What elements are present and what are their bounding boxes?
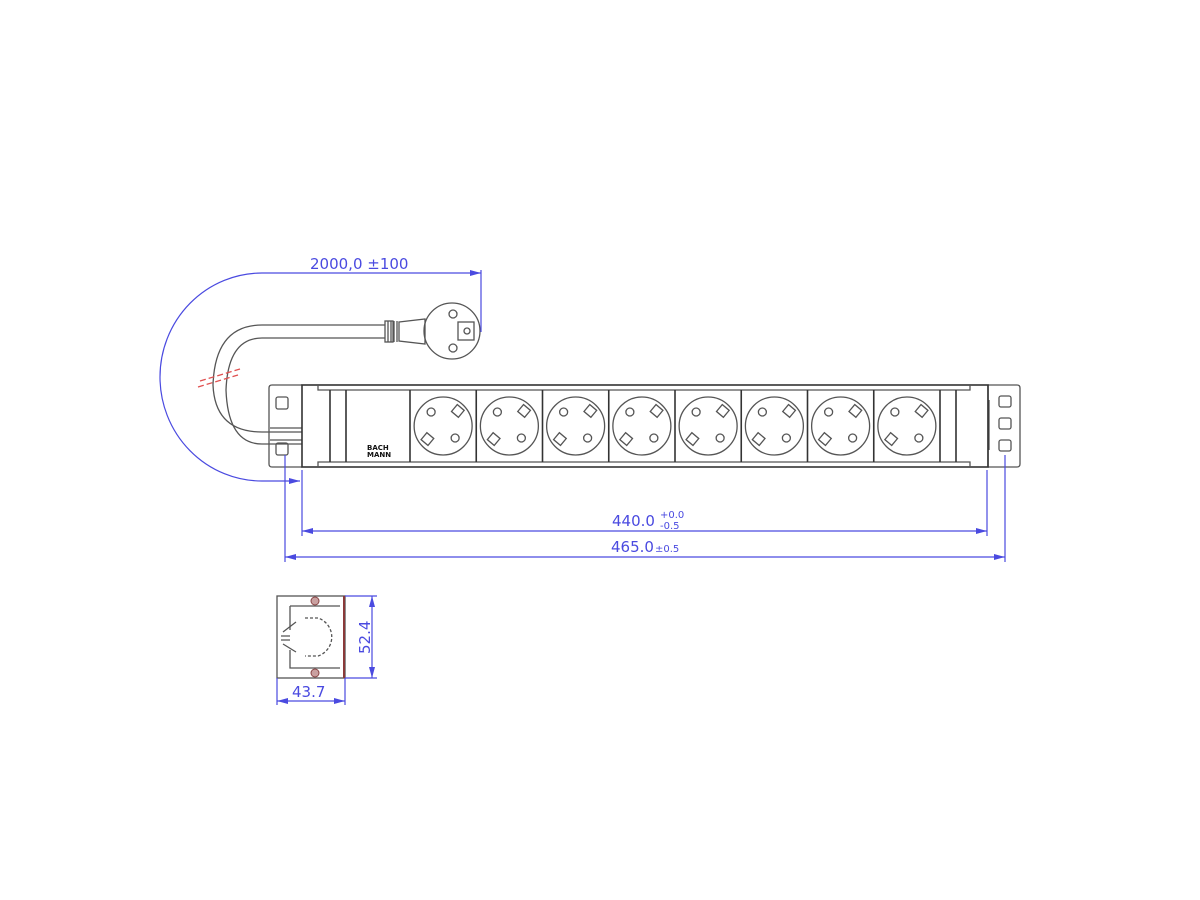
left-mounting-bracket: [268, 384, 302, 468]
socket-8: [872, 390, 937, 462]
cable-length-label: 2000,0 ±100: [310, 255, 408, 273]
side-height-label: 52.4: [356, 621, 374, 654]
schuko-plug: [384, 302, 481, 360]
svg-text:465.0: 465.0: [611, 538, 654, 556]
right-mounting-bracket: [987, 384, 1021, 468]
socket-1: [413, 396, 473, 456]
socket-4: [607, 390, 672, 462]
svg-text:440.0: 440.0: [612, 512, 655, 530]
svg-text:+0.0: +0.0: [660, 510, 684, 521]
power-cable: [197, 324, 385, 445]
svg-text:-0.5: -0.5: [660, 521, 680, 532]
side-view: 52.4 43.7: [276, 595, 377, 705]
cable-length-dimension: 2000,0 ±100: [159, 255, 482, 484]
bachmann-logo: BACH MANN: [367, 444, 391, 459]
svg-text:±0.5: ±0.5: [655, 544, 679, 555]
side-depth-label: 43.7: [292, 683, 325, 701]
inner-length-dimension: 440.0 +0.0 -0.5: [301, 470, 988, 536]
socket-6: [740, 390, 805, 462]
socket-5: [674, 390, 738, 462]
power-strip-body: BACH MANN: [301, 384, 989, 468]
socket-2: [475, 390, 540, 462]
svg-text:MANN: MANN: [367, 451, 391, 459]
socket-3: [541, 390, 606, 462]
svg-text:BACH: BACH: [367, 444, 389, 452]
socket-7: [806, 390, 871, 462]
overall-length-dimension: 465.0 ±0.5: [284, 455, 1006, 562]
